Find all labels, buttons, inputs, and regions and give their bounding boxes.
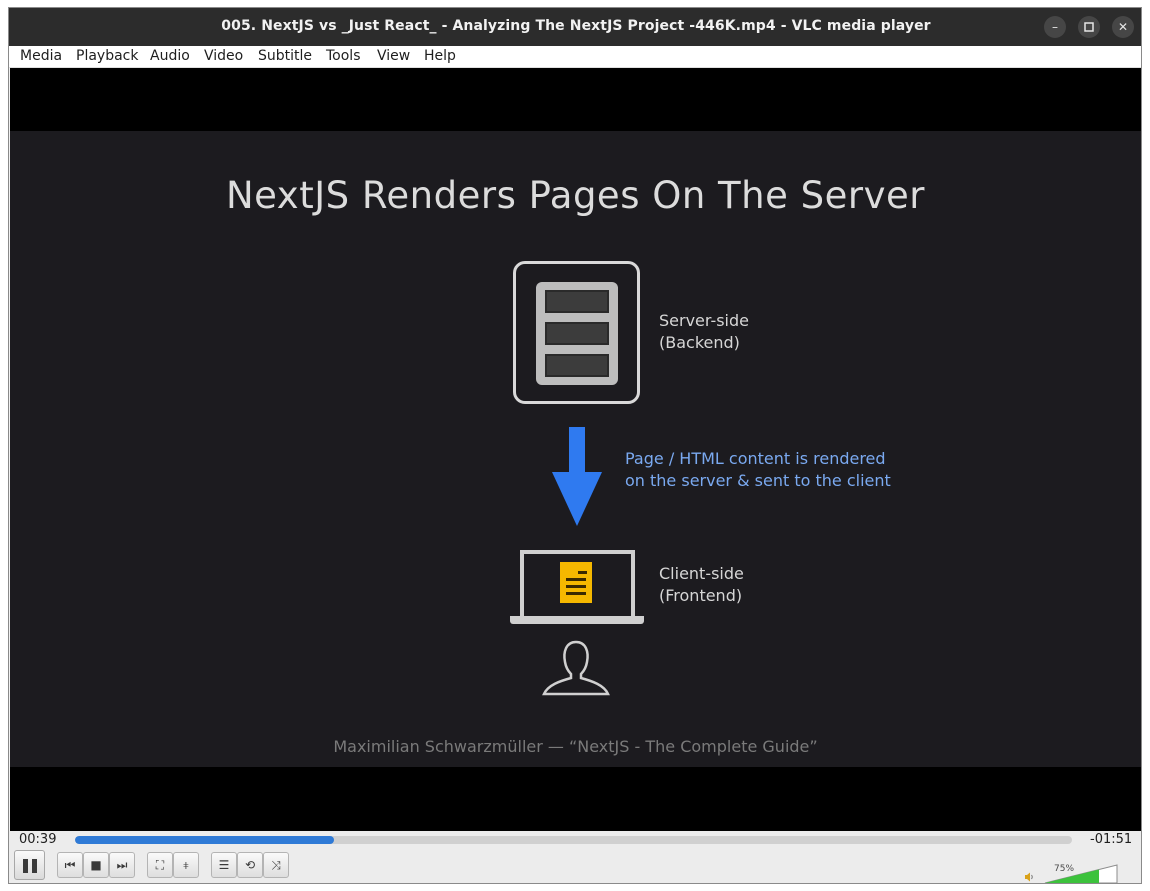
menu-playback[interactable]: Playback: [76, 48, 139, 64]
menu-audio[interactable]: Audio: [150, 48, 190, 64]
menu-view[interactable]: View: [377, 48, 411, 64]
control-bar: 00:39 -01:51 ⏮ ■ ⏭ ⛶ ⧧ ☰ ⟲ ⤨ 75%: [9, 831, 1141, 884]
arrow-head: [552, 472, 602, 526]
maximize-button[interactable]: [1078, 16, 1100, 38]
render-description: Page / HTML content is rendered on the s…: [625, 449, 891, 490]
stop-button[interactable]: ■: [83, 852, 109, 878]
close-button[interactable]: ✕: [1112, 16, 1134, 38]
volume-level: [1045, 869, 1099, 883]
client-label: Client-side (Frontend): [659, 564, 744, 605]
window-title: 005. NextJS vs _Just React_ - Analyzing …: [221, 18, 931, 34]
next-button[interactable]: ⏭: [109, 852, 135, 878]
menu-subtitle[interactable]: Subtitle: [258, 48, 313, 64]
menu-tools[interactable]: Tools: [326, 48, 361, 64]
menu-bar: Media Playback Audio Video Subtitle Tool…: [9, 46, 1141, 68]
speaker-icon[interactable]: [1024, 872, 1034, 882]
menu-help[interactable]: Help: [424, 48, 456, 64]
seek-progress: [75, 836, 335, 844]
laptop-icon: [520, 550, 635, 620]
pause-button[interactable]: [14, 850, 45, 880]
elapsed-time: 00:39: [19, 832, 57, 847]
down-arrow-icon: [569, 427, 585, 473]
menu-media[interactable]: Media: [20, 48, 63, 64]
previous-button[interactable]: ⏮: [57, 852, 83, 878]
minimize-button[interactable]: –: [1044, 16, 1066, 38]
extended-settings-button[interactable]: ⧧: [173, 852, 199, 878]
video-area[interactable]: NextJS Renders Pages On The Server Serve…: [10, 68, 1141, 831]
laptop-base: [510, 616, 644, 624]
user-icon: [542, 640, 610, 696]
pause-icon: [23, 859, 28, 873]
slide-credit: Maximilian Schwarzmüller — “NextJS - The…: [333, 737, 818, 756]
title-bar[interactable]: 005. NextJS vs _Just React_ - Analyzing …: [9, 8, 1141, 46]
vlc-window: 005. NextJS vs _Just React_ - Analyzing …: [8, 7, 1142, 884]
slide-title: NextJS Renders Pages On The Server: [226, 174, 925, 217]
fullscreen-button[interactable]: ⛶: [147, 852, 173, 878]
seek-bar[interactable]: [75, 836, 1072, 844]
volume-percent: 75%: [1054, 864, 1075, 874]
document-icon: [560, 562, 592, 603]
menu-video[interactable]: Video: [204, 48, 244, 64]
remaining-time[interactable]: -01:51: [1090, 832, 1133, 847]
loop-button[interactable]: ⟲: [237, 852, 263, 878]
server-label: Server-side (Backend): [659, 311, 749, 352]
server-icon: [513, 261, 640, 404]
shuffle-button[interactable]: ⤨: [263, 852, 289, 878]
volume-slider[interactable]: [1043, 864, 1119, 884]
slide: NextJS Renders Pages On The Server Serve…: [10, 131, 1141, 767]
playlist-button[interactable]: ☰: [211, 852, 237, 878]
maximize-icon: [1084, 22, 1094, 32]
